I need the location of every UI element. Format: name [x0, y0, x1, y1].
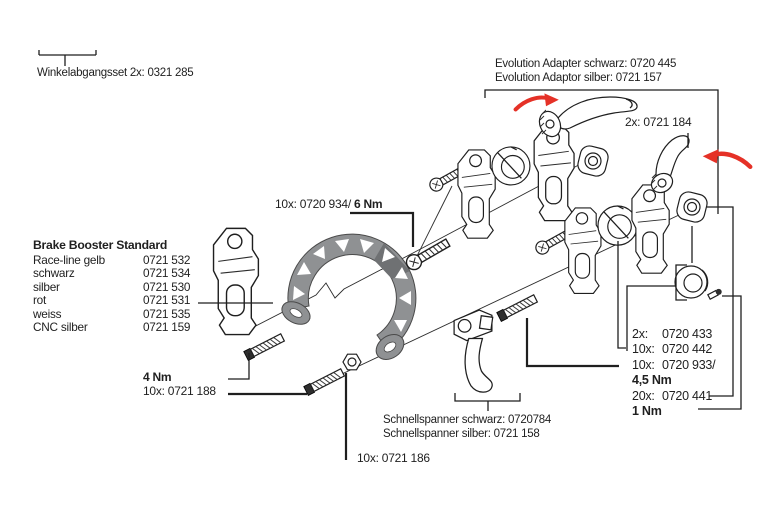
list-item-torque: 4,5 Nm — [632, 373, 672, 388]
hex-nut-drawing — [342, 353, 362, 371]
brake-arm-drawing — [533, 125, 575, 222]
adapter-lever-drawing — [647, 135, 690, 197]
booster-bolt-label: 10x: 0721 188 — [143, 384, 216, 398]
lower-brake-assembly-drawing — [243, 135, 722, 397]
schnellspanner-schwarz-label: Schnellspanner schwarz: 0720784 — [383, 414, 552, 426]
eyelet-plate-drawing — [674, 189, 710, 225]
adapter-qty-label: 2x: 0721 184 — [625, 115, 692, 129]
evolution-adapter-schwarz-label: Evolution Adapter schwarz: 0720 445 — [495, 58, 677, 70]
brake-booster-drawing — [281, 233, 417, 360]
list-item: 2x:0720 433 — [632, 327, 713, 341]
mount-bolt-torque: 6 Nm — [354, 197, 383, 211]
right-parts-list: 2x:0720 433 10x:0720 442 10x:0720 933/ 4… — [632, 327, 716, 419]
evolution-adaptor-silber-label: Evolution Adaptor silber: 0721 157 — [495, 72, 662, 85]
booster-table-title: Brake Booster Standard — [33, 238, 168, 252]
pivot-nut-label: 10x: 0721 186 — [357, 451, 430, 465]
list-item: 10x:0720 933/ — [632, 357, 716, 372]
mount-bolt-number: 10x: 0720 934/ — [275, 197, 351, 211]
brake-arm-drawing — [631, 184, 670, 274]
clamp-screw-drawing — [707, 288, 722, 301]
clamp-band-drawing — [491, 146, 531, 186]
red-arrow-icon — [516, 93, 559, 109]
booster-screw-drawing — [243, 332, 286, 362]
winkelabgangsset-label: Winkelabgangsset 2x: 0321 285 — [37, 67, 194, 79]
list-item: 10x:0720 442 — [632, 342, 713, 357]
clamp-band-drawing — [597, 205, 638, 246]
brake-arm-drawing — [212, 227, 260, 336]
booster-truss-cutouts — [293, 239, 411, 332]
evolution-adapter-label: Evolution Adapter schwarz: 0720 445 Evol… — [495, 57, 676, 86]
eyelet-plate-drawing — [575, 143, 611, 179]
schnellspanner-label: Schnellspanner schwarz: 0720784 Schnells… — [383, 413, 551, 442]
booster-torque-label: 4 Nm — [143, 370, 172, 384]
booster-screw-drawing — [303, 367, 346, 397]
quick-release-lever-drawing — [453, 309, 494, 393]
clamp-ring-drawing — [674, 265, 722, 301]
brake-arm-drawing — [564, 207, 602, 294]
list-item: 20x:0720 441 — [632, 388, 713, 403]
red-arrow-icon — [703, 149, 751, 167]
brake-arm-drawing — [457, 149, 496, 239]
list-item-torque: 1 Nm — [632, 403, 662, 418]
mount-bolt-label: 10x: 0720 934/ 6 Nm — [275, 197, 383, 211]
schnellspanner-silber-label: Schnellspanner silber: 0721 158 — [383, 428, 540, 441]
